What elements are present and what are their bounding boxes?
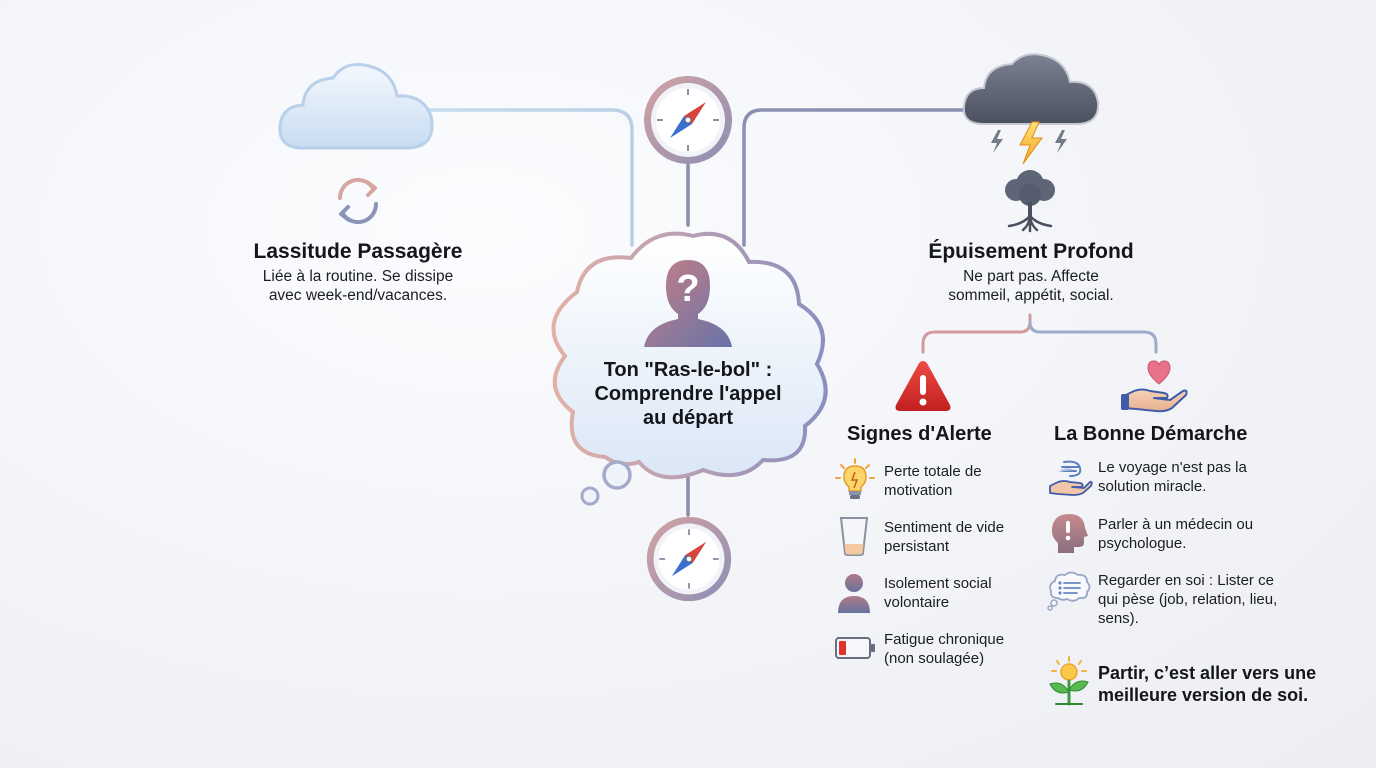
right-description: Ne part pas. Affecte sommeil, appétit, s… [895,267,1167,305]
person-icon [838,574,870,613]
alert-triangle-icon [895,361,951,411]
person-question-icon: ? [644,260,732,347]
lightbulb-icon [835,458,875,499]
central-title-line-2: Comprendre l'appel [594,383,782,405]
step-item-2: Parler à un médecin ou psychologue. [1098,516,1254,552]
right-title: Épuisement Profond [928,240,1134,263]
sprout-sun-icon [1049,656,1089,706]
left-title: Lassitude Passagère [253,240,463,263]
storm-cloud-icon [962,53,1100,165]
steps-section-title: La Bonne Démarche [1054,423,1248,445]
low-battery-icon [835,637,875,659]
hand-wind-icon [1049,460,1093,496]
alert-item-1: Perte totale de motivation [884,463,982,499]
right-desc-line-1: Ne part pas. Affecte [963,268,1099,285]
step-item-1: Le voyage n'est pas la solution miracle. [1098,459,1247,495]
right-desc-line-2: sommeil, appétit, social. [948,287,1114,304]
left-description: Liée à la routine. Se dissipe avec week-… [218,267,498,305]
head-exclamation-icon [1051,514,1088,553]
alert-item-4: Fatigue chronique (non soulagée) [884,631,1005,667]
central-title-line-1: Ton "Ras-le-bol" : [603,359,773,381]
compass-icon-top [644,76,732,164]
light-cloud-icon [278,63,434,150]
left-desc-line-1: Liée à la routine. Se dissipe [262,268,454,285]
step-item-3: Regarder en soi : Lister ce qui pèse (jo… [1098,572,1278,627]
empty-glass-icon [839,517,869,556]
left-desc-line-2: avec week-end/vacances. [268,287,448,304]
refresh-cycle-icon [337,177,379,225]
central-title-line-3: au départ [642,407,734,429]
thought-list-icon [1047,571,1091,611]
alert-item-3: Isolement social volontaire [884,575,992,611]
central-thought-cloud [551,231,828,506]
compass-icon-bottom [646,516,732,602]
central-title: Ton "Ras-le-bol" : Comprendre l'appel au… [563,358,813,430]
alert-item-2: Sentiment de vide persistant [884,519,1005,555]
alert-section-title: Signes d'Alerte [847,423,992,445]
tree-roots-icon [1005,170,1055,233]
hand-heart-icon [1121,360,1188,413]
final-message: Partir, c’est aller vers une meilleure v… [1098,663,1317,705]
svg-text:?: ? [676,268,699,310]
